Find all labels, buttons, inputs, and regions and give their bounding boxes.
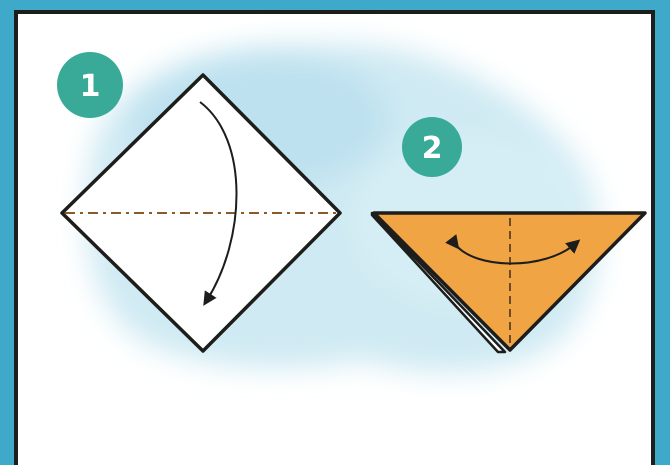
step-1-badge: 1	[57, 52, 123, 118]
step-2-number: 2	[422, 131, 443, 166]
step-1-number: 1	[80, 69, 101, 104]
step-2-badge: 2	[402, 117, 462, 177]
